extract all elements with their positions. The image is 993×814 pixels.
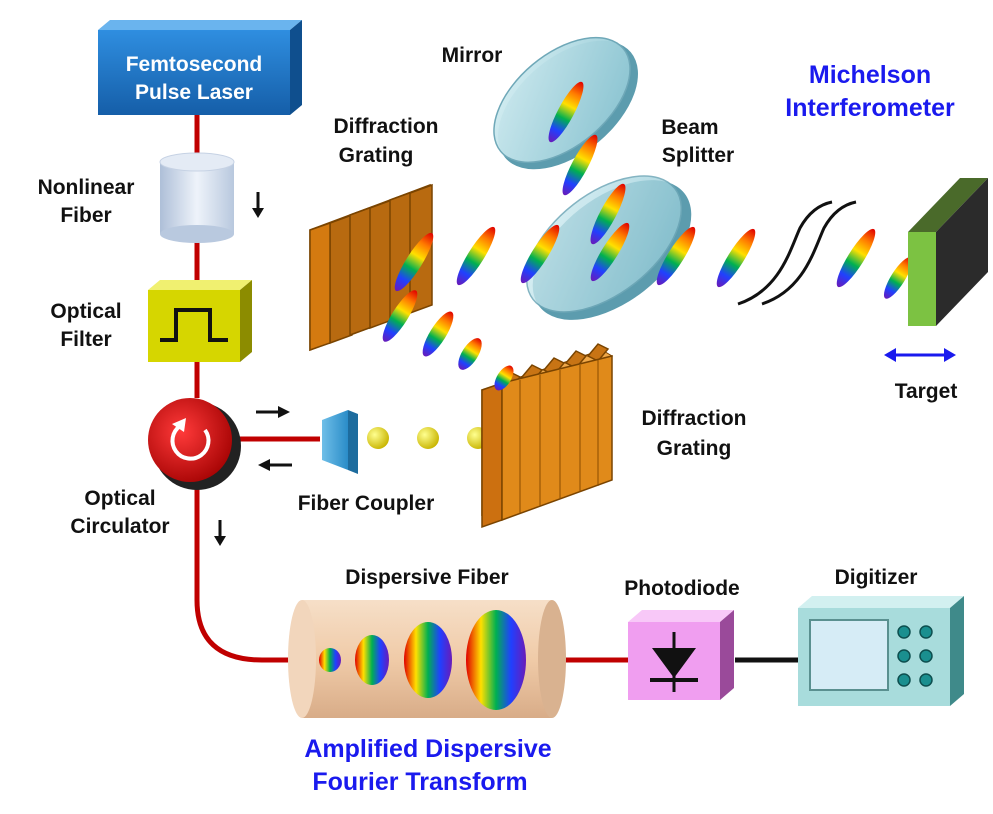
pulse — [382, 290, 418, 342]
pulse — [422, 311, 454, 357]
filter-box-top — [148, 280, 252, 290]
pulse — [656, 226, 696, 286]
pulse — [562, 134, 598, 196]
filter-label-line1: Optical — [50, 300, 121, 323]
mirror-surface — [493, 36, 631, 164]
adft-title-line1: Amplified Dispersive — [304, 735, 551, 763]
pulse — [456, 226, 496, 286]
optical-circulator — [148, 398, 241, 490]
laser-box-side — [290, 20, 302, 115]
fiber-circulator-to-dispersive — [194, 482, 298, 663]
grating-bottom-label-line2: Grating — [657, 437, 732, 460]
filter-box-front — [148, 290, 240, 362]
pulse — [548, 81, 584, 143]
pulse — [520, 224, 560, 284]
pulse — [466, 610, 526, 710]
target — [908, 178, 988, 326]
arrow-down-icon — [214, 520, 226, 546]
path-break-icon — [737, 200, 857, 306]
beam-bead — [417, 427, 439, 449]
laser-box-top — [98, 20, 302, 30]
photodiode — [628, 610, 734, 700]
diode-icon — [650, 632, 698, 692]
rect-pulse-icon — [160, 308, 228, 342]
circulator-label-line2: Circulator — [70, 515, 169, 538]
beam-pulses — [382, 81, 913, 391]
femtosecond-laser: Femtosecond Pulse Laser — [98, 20, 302, 115]
arrow-down-icon — [252, 192, 264, 218]
digitizer-knobs — [897, 625, 933, 687]
circulator-label-line1: Optical — [84, 487, 155, 510]
circular-arrow-icon — [170, 418, 211, 461]
coupler-body — [322, 410, 348, 470]
circulator-body — [148, 398, 232, 482]
filter-label-line2: Filter — [60, 328, 111, 351]
beam-bead — [367, 427, 389, 449]
nonlinear-label-line2: Fiber — [60, 204, 111, 227]
pulse — [716, 228, 756, 288]
pulse — [494, 365, 514, 391]
pulse — [883, 257, 913, 299]
splitter-label-line2: Splitter — [662, 144, 734, 167]
dispersive-fiber — [288, 600, 566, 718]
double-arrow-icon — [884, 348, 956, 362]
pulse — [394, 232, 434, 292]
coupler-side — [348, 410, 358, 474]
pulse — [836, 228, 876, 288]
arrow-left-icon — [258, 459, 292, 471]
dispersive-start — [288, 600, 316, 718]
nonlinear-cylinder-top — [159, 152, 235, 172]
laser-label-line1: Femtosecond — [126, 53, 263, 76]
fiber-coupler — [322, 410, 358, 474]
mirror-label: Mirror — [442, 44, 503, 67]
dispersive-label: Dispersive Fiber — [345, 566, 508, 589]
nonlinear-label-line1: Nonlinear — [38, 176, 135, 199]
digitizer — [798, 596, 964, 706]
target-label: Target — [895, 380, 958, 403]
pulse — [319, 648, 341, 672]
laser-box-front — [98, 30, 290, 115]
splitter-surface — [525, 175, 683, 313]
splitter-label-line1: Beam — [661, 116, 718, 139]
arrow-right-icon — [256, 406, 290, 418]
photodiode-side — [720, 610, 734, 700]
digitizer-screen — [809, 619, 889, 691]
grating-top-label-line2: Grating — [339, 144, 414, 167]
laser-label-line2: Pulse Laser — [135, 81, 253, 104]
photodiode-top — [628, 610, 734, 622]
optical-filter — [148, 280, 252, 362]
digitizer-side — [950, 596, 964, 706]
nonlinear-cylinder-body — [160, 162, 234, 234]
photodiode-label: Photodiode — [624, 577, 739, 600]
adft-title-line2: Fourier Transform — [312, 768, 527, 796]
grating-bottom-label-line1: Diffraction — [642, 407, 747, 430]
filter-box-side — [240, 280, 252, 362]
pulse — [355, 635, 389, 685]
nonlinear-fiber — [159, 152, 235, 243]
dispersive-end — [538, 600, 566, 718]
pulse — [404, 622, 452, 698]
michelson-title-line1: Michelson — [809, 61, 931, 89]
coupler-label: Fiber Coupler — [298, 492, 435, 515]
pulse — [590, 222, 630, 282]
diffraction-grating-bottom — [480, 343, 614, 529]
pulse — [590, 183, 626, 245]
target-top — [908, 178, 988, 232]
digitizer-label: Digitizer — [835, 566, 918, 589]
nonlinear-cylinder-bottom — [160, 225, 234, 243]
target-side — [936, 178, 988, 326]
michelson-title-line2: Interferometer — [785, 94, 955, 122]
grating-top-label-line1: Diffraction — [334, 115, 439, 138]
target-front — [908, 232, 936, 326]
pulse — [458, 338, 482, 370]
digitizer-top — [798, 596, 964, 608]
